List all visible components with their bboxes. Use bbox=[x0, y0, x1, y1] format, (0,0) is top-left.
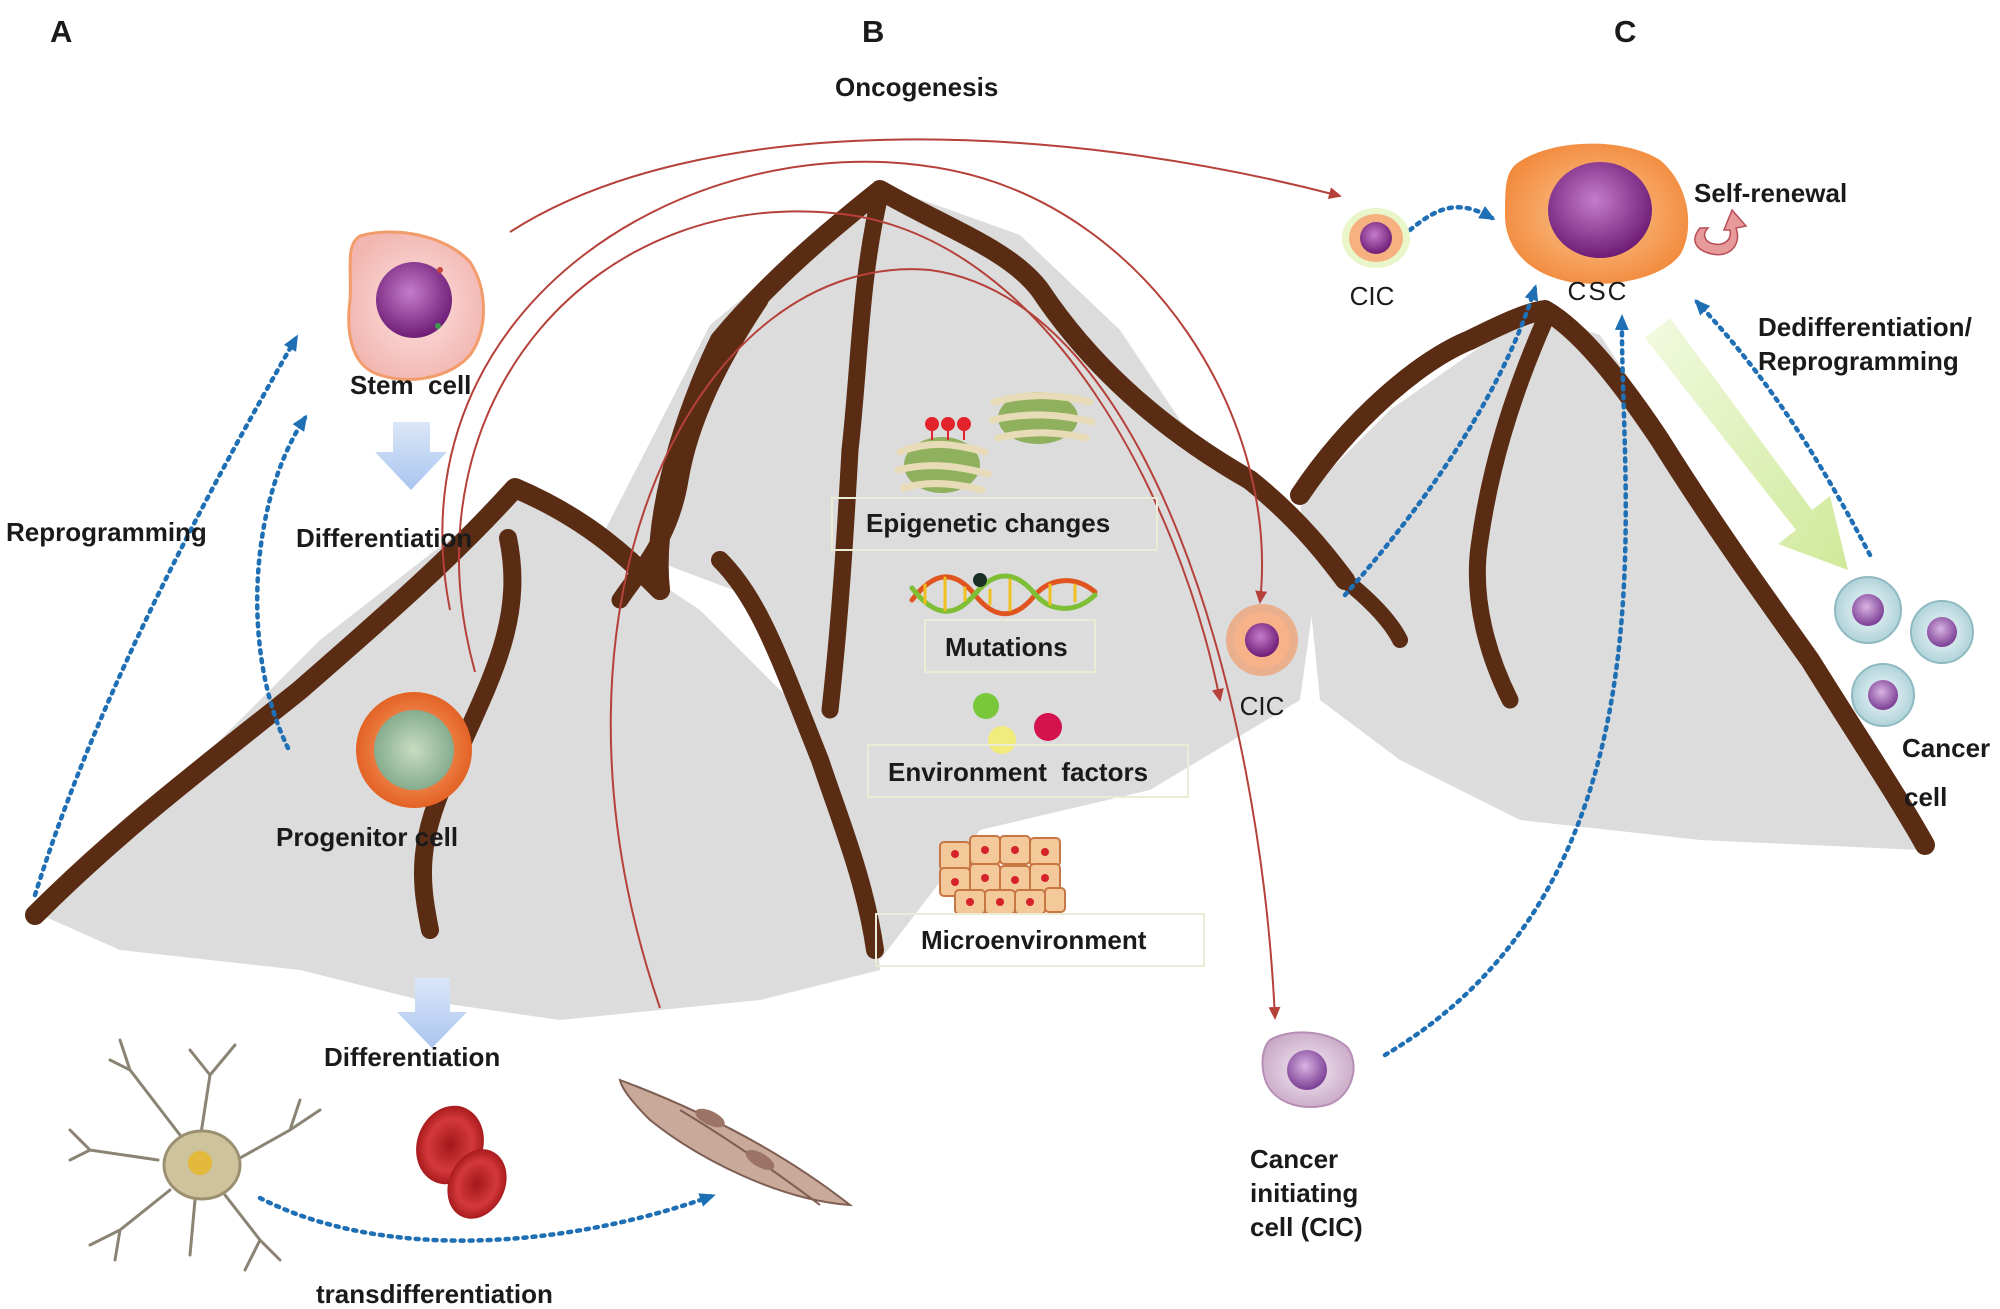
stem-cell-marker bbox=[435, 323, 441, 329]
environment-factors-icon bbox=[973, 693, 1062, 754]
environment-factors-label: Environment factors bbox=[888, 757, 1148, 787]
cic-bottom-cell bbox=[1261, 1031, 1355, 1108]
cic-mid-cell bbox=[1226, 604, 1298, 676]
mutations-box bbox=[924, 619, 1096, 673]
mountain-center bbox=[600, 185, 1320, 960]
stem-cell bbox=[347, 230, 485, 381]
labels: A B C Oncogenesis Stem cell Differentiat… bbox=[6, 14, 1990, 1309]
ridge-left bbox=[25, 478, 670, 925]
cic-top-nucleus bbox=[1360, 222, 1392, 254]
stem-cell-label: Stem cell bbox=[350, 370, 471, 400]
red-blood-cell-icon bbox=[416, 1105, 507, 1219]
stem-cell-nucleus bbox=[376, 262, 452, 338]
ridge-center-lower bbox=[711, 551, 884, 959]
progenitor-cell-nucleus bbox=[374, 710, 454, 790]
cic-top-cell bbox=[1342, 208, 1410, 268]
dna-helix-icon bbox=[909, 573, 1098, 617]
cic-top-label: CIC bbox=[1350, 281, 1395, 311]
microenvironment-box bbox=[875, 913, 1205, 967]
differentiation-block-arrow-bottom bbox=[397, 978, 467, 1048]
factor-boxes bbox=[831, 497, 1205, 967]
reprogramming-label: Reprogramming bbox=[6, 517, 207, 547]
oncogenesis-arrow-from-progenitor bbox=[458, 210, 1224, 702]
differentiation-bottom-label: Differentiation bbox=[324, 1042, 500, 1072]
panel-label-b: B bbox=[862, 14, 884, 49]
microenvironment-label: Microenvironment bbox=[921, 925, 1147, 955]
oncogenesis-arrow-to-cic-top bbox=[509, 138, 1342, 233]
oncogenesis-arrow-to-cic-mid bbox=[441, 160, 1268, 611]
cancer-cells bbox=[1834, 576, 1974, 727]
differentiation-block-arrow-top bbox=[375, 422, 447, 490]
epigenetic-changes-label: Epigenetic changes bbox=[866, 508, 1110, 538]
cic-mid-label: CIC bbox=[1240, 691, 1285, 721]
csc-label: CSC bbox=[1568, 276, 1629, 306]
cic-mid-nucleus bbox=[1245, 623, 1279, 657]
oncogenesis-arrow-to-cic-bottom bbox=[609, 268, 1281, 1020]
cancer-cell bbox=[1851, 663, 1915, 727]
cancer-cell bbox=[1834, 576, 1902, 644]
panel-label-c: C bbox=[1614, 14, 1636, 49]
mutations-label: Mutations bbox=[945, 632, 1068, 662]
cancer-cell-label-line2: cell bbox=[1904, 782, 1947, 812]
oncogenesis-arrows bbox=[441, 138, 1342, 1020]
cic-caption-line1: Cancer bbox=[1250, 1144, 1338, 1174]
cic-bottom-nucleus bbox=[1287, 1050, 1327, 1090]
progenitor-cell-label: Progenitor cell bbox=[276, 822, 458, 852]
cic-caption-line2: initiating bbox=[1250, 1178, 1358, 1208]
oncogenesis-label: Oncogenesis bbox=[835, 72, 998, 102]
csc-cell bbox=[1505, 143, 1689, 284]
dedifferentiation-arrow bbox=[1694, 299, 1873, 558]
transdifferentiation-label: transdifferentiation bbox=[316, 1279, 553, 1309]
ridge-right-spur bbox=[1468, 311, 1554, 709]
dotted-arrows bbox=[32, 205, 1873, 1243]
self-renewal-arrow-icon bbox=[1694, 208, 1748, 256]
reprogramming-arrow bbox=[32, 334, 299, 898]
csc-nucleus bbox=[1548, 162, 1652, 258]
environment-box bbox=[867, 744, 1189, 798]
epigenetic-box bbox=[831, 497, 1158, 551]
epigenetic-icon bbox=[894, 392, 1096, 494]
panel-label-a: A bbox=[50, 14, 72, 49]
csc-to-cancer-arrow bbox=[1645, 318, 1848, 570]
progenitor-to-stem-arrow bbox=[254, 414, 308, 751]
differentiation-top-label: Differentiation bbox=[296, 523, 472, 553]
cic-caption-line3: cell (CIC) bbox=[1250, 1212, 1363, 1242]
transdifferentiation-arrow bbox=[257, 1193, 716, 1243]
self-renewal-label: Self-renewal bbox=[1694, 178, 1847, 208]
cic-bottom-to-csc-arrow bbox=[1382, 314, 1629, 1058]
ridge-center-left-spur bbox=[611, 291, 769, 609]
cic-to-csc-arrow bbox=[1407, 205, 1496, 233]
muscle-cell-icon bbox=[618, 1078, 854, 1207]
cancer-cell-label-line1: Cancer bbox=[1902, 733, 1990, 763]
ridge-right bbox=[1290, 300, 1935, 855]
dedifferentiation-label-line2: Reprogramming bbox=[1758, 346, 1959, 376]
neuron-icon bbox=[68, 1038, 322, 1272]
cancer-cell bbox=[1910, 600, 1974, 664]
cic-mid-to-csc-arrow bbox=[1342, 284, 1539, 598]
mountain-right bbox=[1300, 312, 1920, 850]
ridge-center bbox=[648, 180, 1355, 600]
progenitor-cell bbox=[356, 692, 472, 808]
dedifferentiation-label-line1: Dedifferentiation/ bbox=[1758, 312, 1972, 342]
stem-cell-marker bbox=[437, 267, 443, 273]
microenvironment-icon bbox=[939, 835, 1066, 915]
